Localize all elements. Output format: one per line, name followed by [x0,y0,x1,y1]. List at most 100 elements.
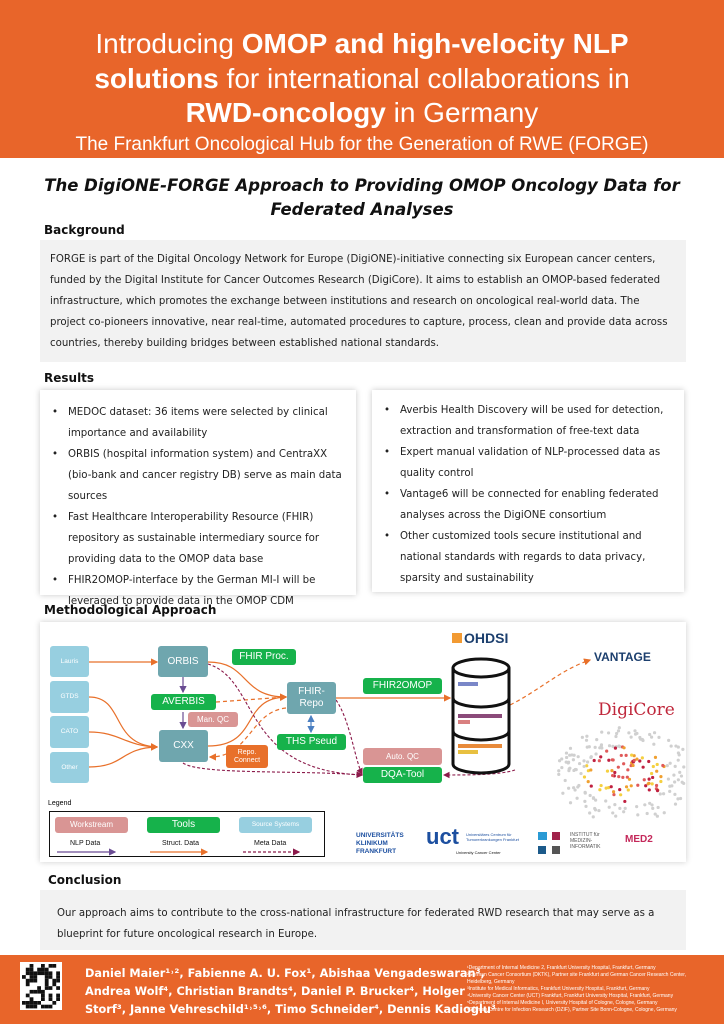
map-dot [619,793,623,797]
authors-line: Storf³, Janne Vehreschild¹˒⁵˒⁶, Timo Sch… [85,1003,496,1016]
map-dot [594,798,598,802]
map-dot [676,797,680,801]
map-dot [622,810,626,814]
tool-averbis: AVERBIS [151,694,216,710]
uct-logo: uct [426,824,459,849]
map-dot [597,808,601,813]
map-dot [618,806,622,810]
omop-database-icon [451,657,511,775]
map-dot [672,773,676,777]
affiliation: ¹Department of Internal Medicine 2, Fran… [467,965,656,971]
map-dot [617,774,621,779]
map-dot [585,764,589,768]
map-dot [651,806,655,810]
map-dot [662,811,666,815]
map-dot [657,735,661,739]
map-dot [586,769,590,773]
map-dot [604,799,608,803]
map-dot [642,778,646,782]
map-dot [582,759,586,763]
imi-logo-icon [538,832,566,856]
map-dot [584,804,588,808]
map-dot [585,734,589,738]
list-item: Fast Healthcare Interoperability Resourc… [50,507,346,570]
system-cxx: CXX [159,730,208,762]
map-dot [673,764,677,768]
map-dot [557,759,562,763]
conclusion-text: Our approach aims to contribute to the c… [40,890,686,950]
map-dot [588,793,592,798]
map-dot [585,760,590,764]
map-dot [606,731,611,735]
map-dot [573,767,577,772]
map-dot [652,731,657,735]
legend-title: Legend [48,800,72,807]
map-dot [667,738,671,742]
authors-line: Daniel Maier¹˒², Fabienne A. U. Fox¹, Ab… [85,967,485,980]
map-dot [605,769,610,773]
source-other: Other [50,752,89,783]
map-dot [599,755,603,759]
map-dot [676,778,680,782]
map-dot [567,786,571,790]
map-dot [588,811,592,815]
map-dot [613,746,618,750]
affiliation: ⁶German Centre for Infection Research (D… [467,1007,677,1013]
map-dot [567,769,571,773]
map-dot [676,751,681,755]
map-dot [561,791,565,795]
map-dot [625,775,629,779]
map-dot [650,782,654,786]
legend-source-systems: Source Systems [239,817,312,833]
title-text: in Germany [385,97,539,128]
map-dot [607,744,612,748]
map-dot [627,777,632,781]
map-dot [632,758,636,762]
map-dot [591,815,595,819]
workstream-repo-connect: Repo. Connect [226,745,268,768]
map-dot [557,769,561,773]
map-dot [621,775,625,779]
map-dot [645,811,649,816]
map-dot [679,774,684,778]
map-dot [640,756,644,760]
map-dot [681,747,685,751]
map-dot [682,765,686,769]
map-dot [673,780,677,784]
list-item: MEDOC dataset: 36 items were selected by… [50,402,346,444]
map-dot [611,744,615,748]
map-dot [653,755,658,759]
authors: Daniel Maier¹˒², Fabienne A. U. Fox¹, Ab… [85,965,496,1019]
map-dot [580,735,584,739]
map-dot [579,771,583,776]
map-dot [583,790,587,794]
map-dot [612,793,616,797]
map-dot [649,735,654,739]
map-dot [600,746,604,750]
subtitle: The Frankfurt Oncological Hub for the Ge… [75,134,649,155]
uct-logo-subtext-2: University Cancer Center [456,850,501,855]
map-dot [605,749,609,753]
map-dot [598,788,602,792]
map-dot [648,732,652,737]
tool-dqa: DQA-Tool [363,767,442,783]
map-dot [630,753,634,757]
list-item: Averbis Health Discovery will be used fo… [382,400,674,442]
title-text: Introducing [95,28,242,59]
map-dot [610,758,614,762]
map-dot [659,775,663,779]
map-dot [661,763,665,768]
map-dot [629,735,633,739]
ohdsi-logo: OHDSI [452,630,508,646]
med2-logo: MED2 [625,834,653,845]
map-dot [595,738,599,742]
map-dot [614,814,618,818]
map-dot [613,803,617,807]
map-dot [611,811,615,815]
map-dot [636,783,640,787]
poster-header: Introducing OMOP and high-velocity NLP s… [0,0,724,158]
tool-ths-pseud: THS Pseud [277,734,346,750]
map-dot [613,770,617,775]
map-dot [665,763,669,768]
system-fhir-repo: FHIR-Repo [287,682,336,714]
